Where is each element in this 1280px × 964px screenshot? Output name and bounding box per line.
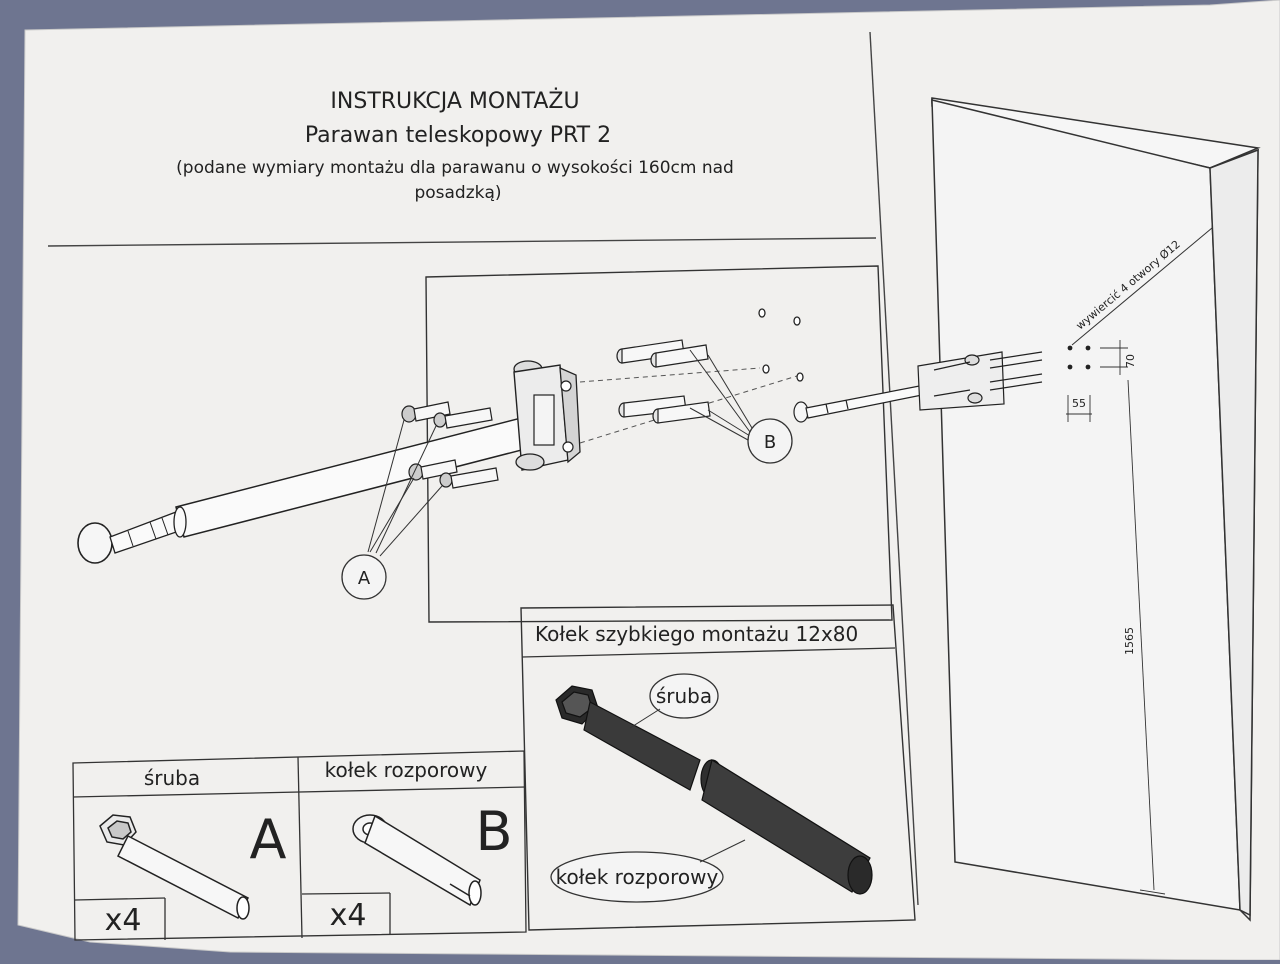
wall-holes bbox=[758, 308, 804, 382]
part-a-letter: A bbox=[250, 808, 287, 871]
part-b-cell: kołek rozporowy B x4 bbox=[325, 758, 513, 933]
note-line-1: (podane wymiary montażu dla parawanu o w… bbox=[176, 158, 734, 178]
note-line-2: posadzką) bbox=[414, 183, 501, 203]
anchor-bolt-illustration bbox=[555, 685, 873, 895]
screws-a bbox=[401, 401, 499, 489]
callout-b: B bbox=[689, 349, 793, 464]
dim-height: 1565 bbox=[1123, 627, 1136, 655]
anchor-detail-box: Kołek szybkiego montażu 12x80 śruba kołe… bbox=[520, 604, 916, 931]
wall-drill-holes bbox=[1067, 345, 1091, 370]
anchor-title: Kołek szybkiego montażu 12x80 bbox=[535, 622, 858, 646]
telescopic-pole bbox=[77, 407, 569, 564]
wall-bracket bbox=[513, 360, 581, 471]
dim-width: 55 bbox=[1072, 397, 1086, 410]
part-b-name: kołek rozporowy bbox=[325, 758, 488, 782]
wall-panel bbox=[931, 97, 1261, 922]
title: INSTRUKCJA MONTAŻU bbox=[330, 88, 579, 114]
alignment-lines bbox=[579, 367, 801, 444]
plug-b-icon bbox=[352, 814, 482, 907]
part-a-cell: śruba A x4 bbox=[99, 766, 287, 938]
subtitle: Parawan teleskopowy PRT 2 bbox=[305, 123, 611, 148]
parts-table bbox=[72, 750, 527, 941]
part-b-letter: B bbox=[475, 800, 512, 863]
part-a-name: śruba bbox=[144, 766, 200, 790]
callout-a: A bbox=[341, 419, 443, 600]
screw-a-icon bbox=[99, 814, 250, 920]
vertical-divider bbox=[869, 31, 919, 906]
plugs-b bbox=[616, 339, 711, 424]
pole-small bbox=[793, 351, 1043, 423]
header-divider bbox=[47, 237, 877, 247]
dim-spacing: 70 bbox=[1124, 354, 1137, 368]
anchor-plug-label: kołek rozporowy bbox=[556, 865, 719, 889]
part-a-qty: x4 bbox=[105, 903, 142, 938]
dimension-lines bbox=[1066, 340, 1166, 895]
callout-b-label: B bbox=[764, 432, 776, 453]
anchor-screw-label: śruba bbox=[656, 684, 712, 708]
part-b-qty: x4 bbox=[330, 898, 367, 933]
mounting-plate-outline bbox=[425, 265, 893, 623]
callout-a-label: A bbox=[358, 568, 371, 589]
